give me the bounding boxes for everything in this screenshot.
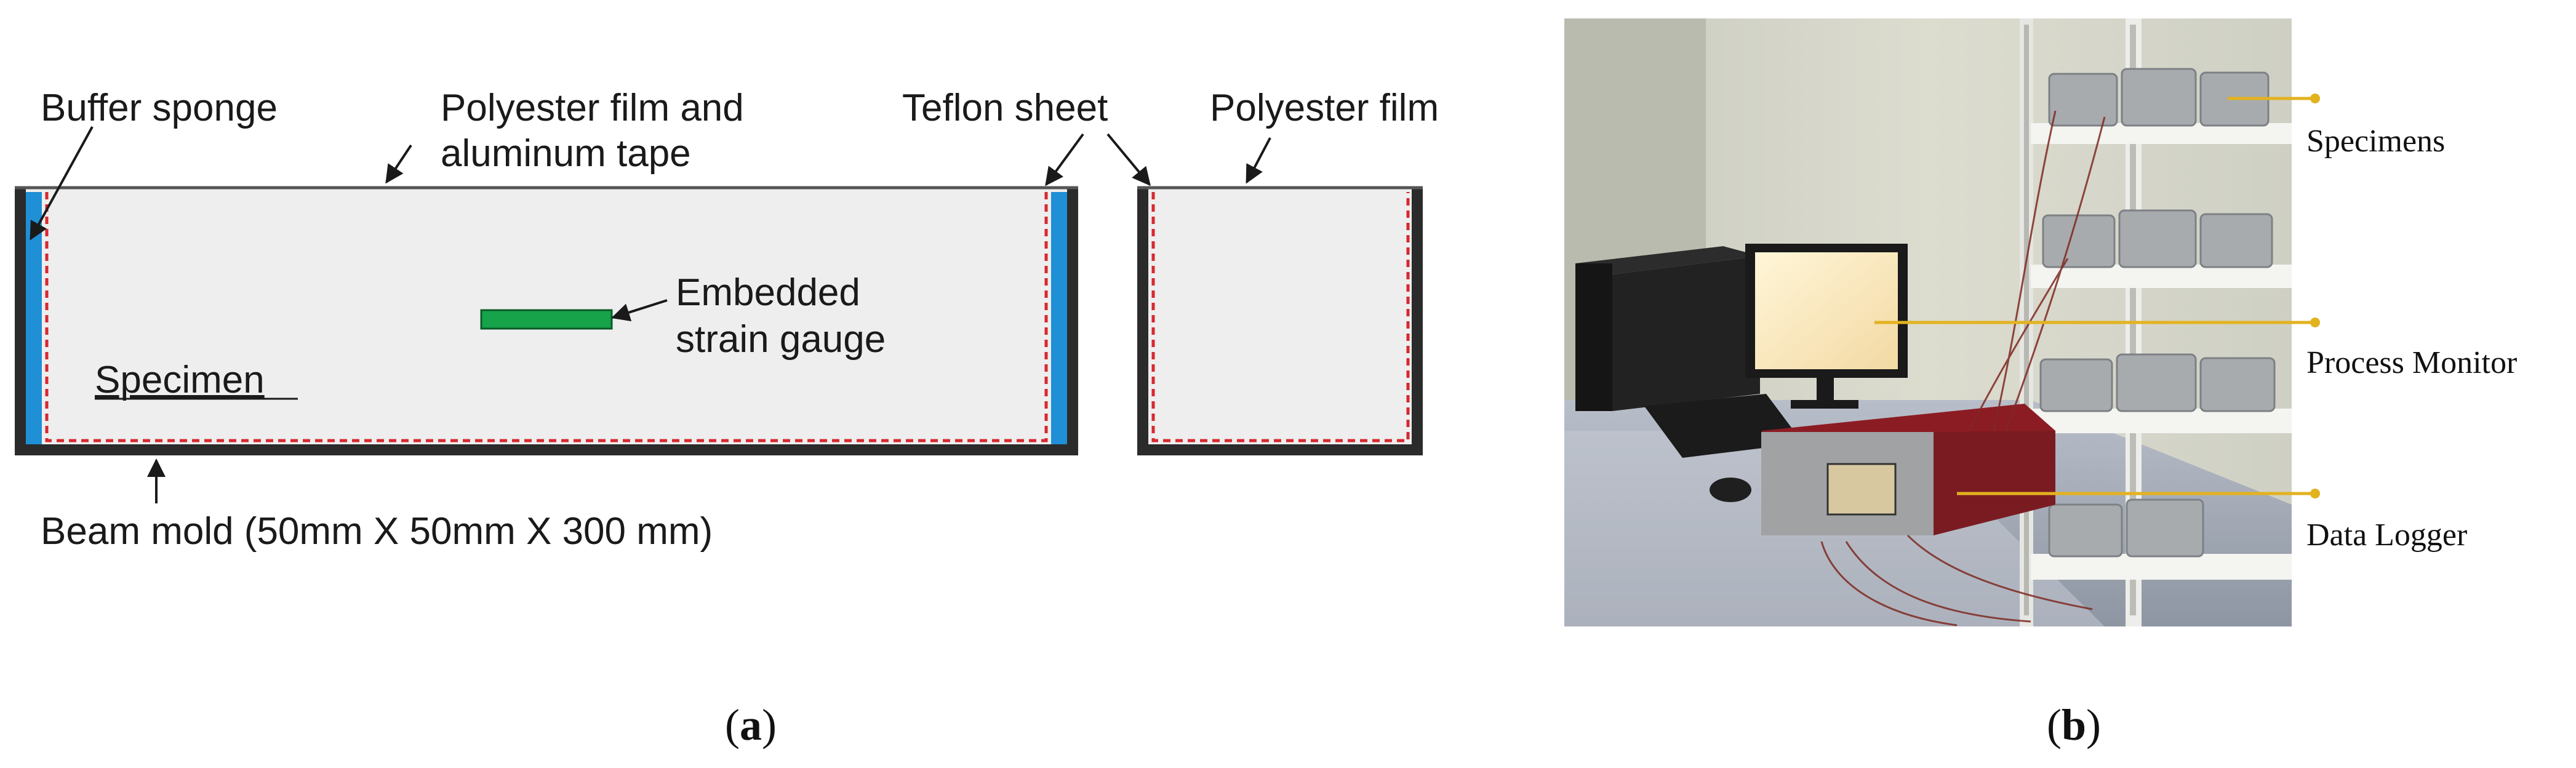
shelf-post-left-slots — [2024, 25, 2029, 615]
shelf-board-2 — [2031, 265, 2292, 288]
specimen-block — [2042, 214, 2116, 268]
caption-b-open: ( — [2047, 700, 2062, 750]
label-embedded-2: strain gauge — [676, 318, 886, 361]
specimen-block — [2121, 68, 2197, 127]
specimen-block — [2048, 503, 2123, 558]
small-mold-right-wall — [1412, 187, 1423, 455]
panel-b-callouts — [1874, 97, 2315, 495]
panel-b-callout-dots — [2310, 94, 2320, 498]
teflon-film-dashes-small — [1151, 192, 1410, 442]
small-mold-floor — [1137, 444, 1423, 455]
panel-a-labels: Buffer sponge Polyester film and aluminu… — [41, 87, 1439, 553]
wire — [1845, 541, 2031, 623]
specimen-block — [2126, 498, 2204, 558]
wire — [1968, 258, 2069, 431]
tower-top — [1575, 246, 1760, 274]
caption-a-close: ) — [762, 700, 777, 750]
specimen-block — [2118, 209, 2197, 268]
monitor-base — [1791, 400, 1858, 409]
tower-side — [1612, 256, 1760, 411]
mold-left-wall — [15, 187, 26, 455]
label-beam-mold: Beam mold (50mm X 50mm X 300 mm) — [41, 510, 713, 553]
label-data-logger: Data Logger — [2306, 518, 2467, 553]
wire — [1993, 110, 2057, 431]
arrow-teflon-right — [1106, 133, 1151, 186]
mold-right-wall — [1067, 187, 1078, 455]
wire — [2005, 116, 2106, 431]
small-specimen-body — [1148, 188, 1412, 444]
buffer-sponge-left — [26, 192, 42, 444]
specimen-block — [2199, 213, 2273, 268]
arrow-buffer-sponge — [30, 126, 94, 241]
specimen-block — [2116, 353, 2197, 412]
panel-a-schematic: Buffer sponge Polyester film and aluminu… — [15, 87, 1439, 750]
mouse — [1710, 478, 1751, 502]
callout-dot — [2310, 94, 2320, 103]
data-logger-device — [1761, 404, 2055, 535]
caption-a-letter: a — [740, 700, 762, 750]
teflon-film-dashes-main — [45, 192, 1048, 442]
logger-display — [1826, 463, 1897, 516]
caption-a-open: ( — [725, 700, 740, 750]
caption-b: (b) — [2047, 700, 2101, 750]
label-process-monitor: Process Monitor — [2306, 345, 2517, 380]
embedded-strain-gauge — [480, 309, 613, 330]
callout-arrows — [30, 126, 1271, 503]
mold-floor — [15, 444, 1078, 455]
buffer-sponge-right — [1051, 192, 1067, 444]
arrow-polyester-film — [1246, 137, 1271, 184]
label-specimens: Specimens — [2306, 124, 2445, 159]
monitor-stand — [1817, 378, 1834, 401]
label-polyester-aluminum-1: Polyester film and — [441, 87, 744, 129]
panel-b-photo: Specimens Process Monitor Data Logger (b… — [1564, 18, 2517, 750]
small-mold-left-wall — [1137, 187, 1148, 455]
process-monitor-device — [1745, 244, 1908, 409]
wire — [1906, 534, 2093, 610]
main-beam-mold — [15, 186, 1078, 455]
callout-dot — [2310, 489, 2320, 498]
arrow-polyester-aluminum — [385, 144, 412, 184]
shelf-board-4 — [2031, 554, 2292, 580]
caption-b-close: ) — [2086, 700, 2101, 750]
label-teflon-sheet: Teflon sheet — [902, 87, 1108, 129]
small-beam-mold — [1137, 186, 1423, 455]
specimen-block — [2048, 73, 2118, 127]
label-polyester-aluminum-2: aluminum tape — [441, 132, 691, 175]
caption-b-letter: b — [2062, 700, 2086, 750]
computer-tower — [1575, 246, 1760, 411]
arrow-teflon-left — [1045, 133, 1084, 186]
shelf-board-3 — [2031, 409, 2292, 433]
wire-bundle — [1820, 110, 2106, 626]
arrow-strain-gauge — [611, 299, 668, 322]
shelf-specimens — [2039, 68, 2276, 558]
wire — [1820, 541, 1958, 626]
shelf-board-1 — [2031, 123, 2292, 144]
tower-front — [1575, 263, 1612, 411]
label-specimen: Specimen — [95, 359, 265, 401]
caption-a: (a) — [725, 700, 777, 750]
shelf-post-right-slots — [2130, 25, 2136, 615]
monitor-screen — [1755, 252, 1898, 369]
label-buffer-sponge: Buffer sponge — [41, 87, 278, 129]
label-embedded-1: Embedded — [676, 271, 860, 314]
label-polyester-film: Polyester film — [1210, 87, 1439, 129]
specimen-block — [2039, 358, 2113, 412]
callout-dot — [2310, 318, 2320, 327]
specimen-block — [2199, 357, 2276, 412]
logger-side — [1934, 431, 2055, 535]
